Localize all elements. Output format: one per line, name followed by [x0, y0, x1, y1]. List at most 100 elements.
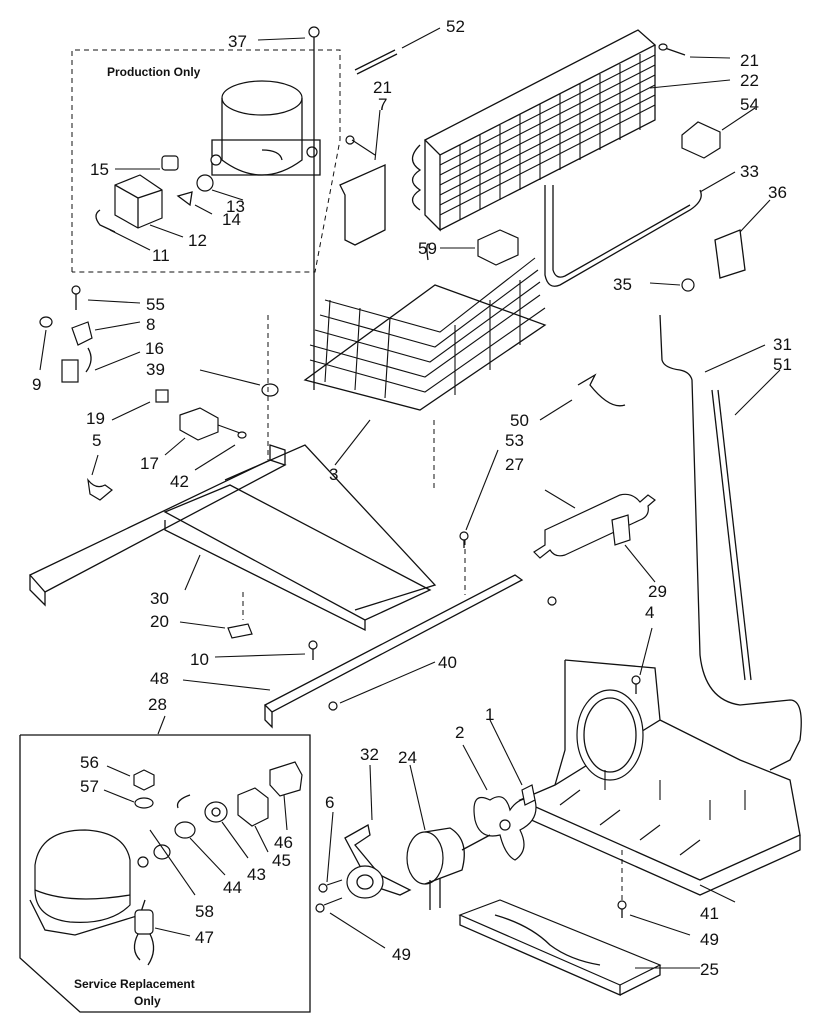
callout-20: 20: [150, 612, 169, 631]
callout-54: 54: [740, 95, 759, 114]
service-title-line1: Service Replacement: [74, 977, 195, 991]
clip-20-part: [179, 621, 253, 639]
leader-40: [339, 661, 436, 704]
screw-49-left-part: [315, 897, 386, 949]
base-pan-41: [518, 659, 801, 903]
drier-27-part: [533, 489, 656, 559]
compressor-service: [29, 829, 149, 936]
tube-52-part: [354, 27, 441, 75]
terminal-block-17-part: [164, 407, 247, 471]
callout-32: 32: [360, 745, 379, 764]
front-rail-40: [263, 540, 557, 729]
washer-57-part: [103, 789, 154, 809]
leader-22: [649, 79, 731, 89]
screw-40-part: [328, 701, 338, 711]
callout-48: 48: [150, 669, 169, 688]
callout-6: 6: [325, 793, 334, 812]
nut-9-part: [39, 316, 53, 371]
callout-5: 5: [92, 431, 101, 450]
callout-2: 2: [455, 723, 464, 742]
callout-28: 28: [148, 695, 167, 714]
callout-51: 51: [773, 355, 792, 374]
callout-16: 16: [145, 339, 164, 358]
overload-44-part: [174, 794, 226, 876]
overload-part: [196, 174, 214, 192]
callout-numbers: 37 52 21 7 21 22 54 15 13 14 12 11 33 36…: [32, 17, 792, 979]
callout-45: 45: [272, 851, 291, 870]
callout-55: 55: [146, 295, 165, 314]
callout-7: 7: [378, 95, 387, 114]
callout-49-left: 49: [392, 945, 411, 964]
callout-15: 15: [90, 160, 109, 179]
drain-pan-25-part: [458, 899, 700, 996]
base-frame-rails: [28, 315, 437, 632]
callout-59: 59: [418, 239, 437, 258]
fan-motor-24-part: [406, 764, 491, 910]
callout-41: 41: [700, 904, 719, 923]
callout-10: 10: [190, 650, 209, 669]
callout-43: 43: [247, 865, 266, 884]
screw-55-part: [71, 285, 141, 310]
tube-51-part: [711, 369, 781, 681]
service-replacement-box: Service Replacement Only: [19, 715, 311, 1013]
production-only-box: Production Only: [71, 49, 341, 273]
callout-25: 25: [700, 960, 719, 979]
condenser-coil: [411, 29, 657, 232]
callout-14: 14: [222, 210, 241, 229]
callout-47: 47: [195, 928, 214, 947]
relay-45-part: [237, 787, 269, 853]
drain-heater-33-part: [544, 171, 736, 287]
callout-21: 21: [373, 78, 392, 97]
callout-19: 19: [86, 409, 105, 428]
relay-part: [161, 155, 179, 171]
callout-50: 50: [510, 411, 529, 430]
callout-9: 9: [32, 375, 41, 394]
callout-40: 40: [438, 653, 457, 672]
bracket-8-part: [71, 321, 141, 346]
disc-43-part: [204, 801, 249, 859]
cover-46-part: [269, 761, 303, 831]
callout-11: 11: [152, 246, 170, 265]
callout-35: 35: [613, 275, 632, 294]
callout-4: 4: [645, 603, 654, 622]
callout-58: 58: [195, 902, 214, 921]
clip-29-part: [611, 514, 656, 583]
capacitor-47-part: [133, 909, 191, 966]
production-only-title: Production Only: [107, 65, 201, 79]
motor-bracket-32-part: [344, 764, 412, 899]
fan-blade-2-part: [462, 744, 537, 861]
callout-46: 46: [274, 833, 293, 852]
screw-49-right-part: [617, 850, 691, 936]
callout-30: 30: [150, 589, 169, 608]
screw-6-part: [318, 811, 343, 893]
clip-36-part: [714, 199, 771, 279]
leader-30: [184, 554, 201, 591]
cord-16-part: [61, 347, 141, 383]
screw-37-part: [257, 26, 320, 390]
callout-29: 29: [648, 582, 667, 601]
callout-13: 13: [226, 197, 245, 216]
callout-17: 17: [140, 454, 159, 473]
grommet-58-part: [149, 829, 196, 896]
callout-49-right: 49: [700, 930, 719, 949]
callout-22: 22: [740, 71, 759, 90]
leader-lines-production: [109, 168, 244, 251]
callout-56: 56: [80, 753, 99, 772]
grommet-39-part: [199, 369, 279, 397]
callout-44: 44: [223, 878, 242, 897]
screw-53-part: [459, 449, 499, 548]
tube-50-part: [539, 373, 626, 421]
clip-part: [176, 191, 193, 207]
callout-53: 53: [505, 431, 524, 450]
callout-57: 57: [80, 777, 99, 796]
plug-19-part: [111, 389, 169, 421]
callout-31: 31: [773, 335, 792, 354]
callout-52: 52: [446, 17, 465, 36]
callout-24: 24: [398, 748, 417, 767]
callout-39: 39: [146, 360, 165, 379]
callout-37: 37: [228, 32, 247, 51]
callout-21b: 21: [740, 51, 759, 70]
clip-1-part: [489, 719, 536, 806]
callout-12: 12: [188, 231, 207, 250]
